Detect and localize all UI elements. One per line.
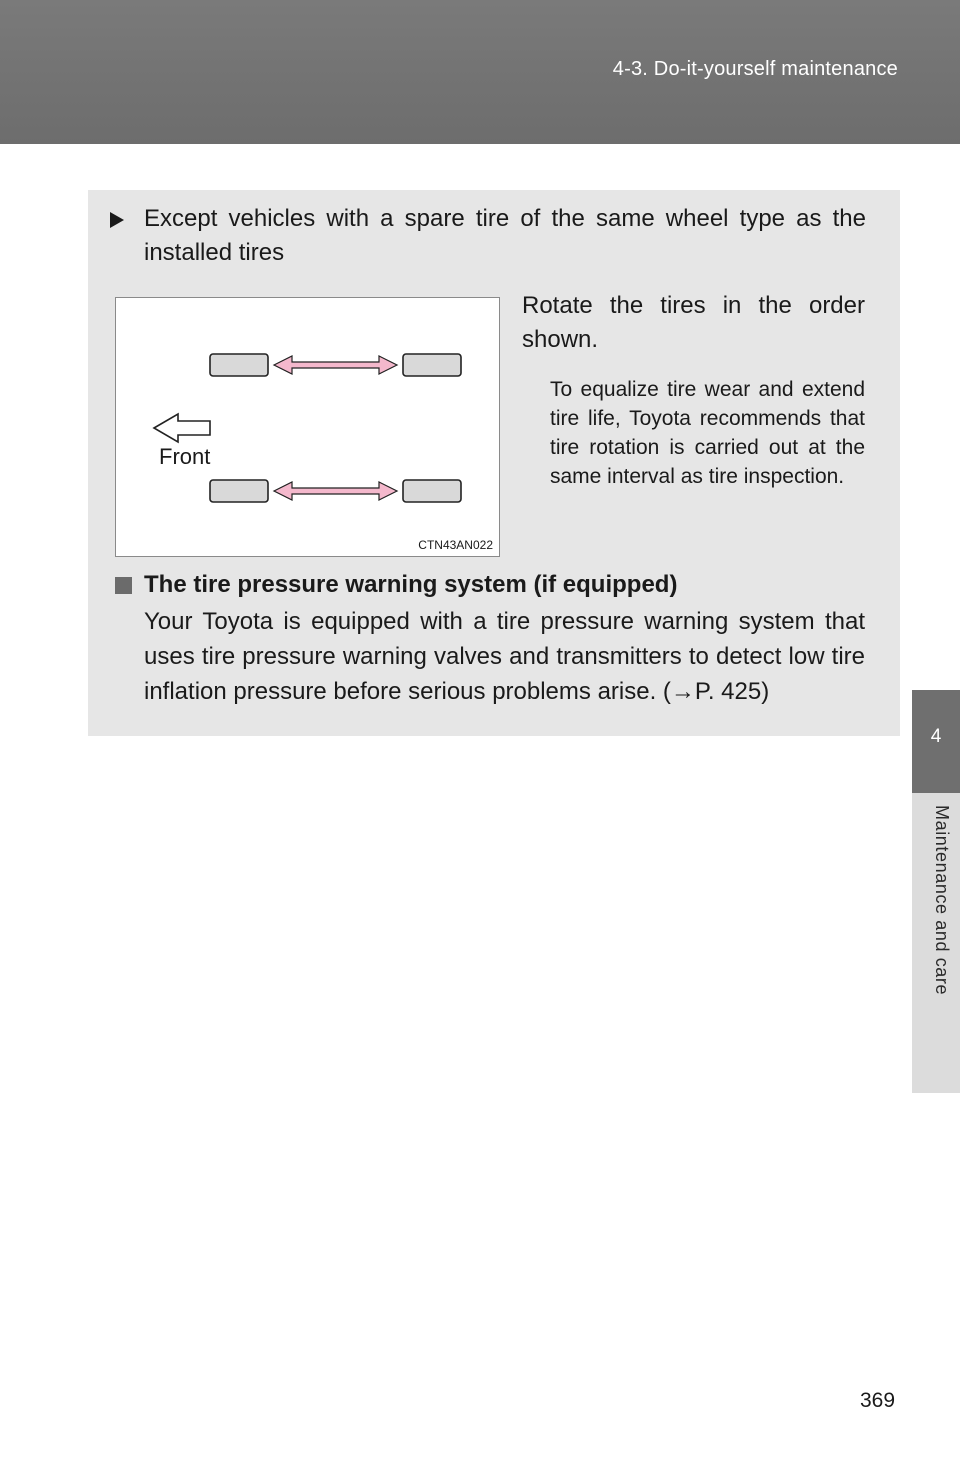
chapter-label: Maintenance and care: [932, 805, 952, 996]
double-arrow-top-icon: [272, 355, 399, 375]
section-title-header: 4-3. Do-it-yourself maintenance: [612, 58, 898, 80]
double-arrow-bottom-icon: [272, 481, 399, 501]
tire-rotation-figure: Front CTN43AN022: [115, 297, 500, 557]
section-body: Your Toyota is equipped with a tire pres…: [144, 608, 865, 705]
tire-rear-right: [402, 479, 462, 503]
page-number: 369: [860, 1389, 896, 1412]
tire-rear-left: [402, 353, 462, 377]
front-label: Front: [159, 444, 211, 469]
tire-rotation-diagram: [152, 353, 462, 503]
rotate-instruction: Rotate the tires in the order shown.: [522, 292, 865, 353]
tire-front-right: [209, 479, 269, 503]
bullet-triangle-icon: [110, 212, 124, 228]
front-arrow-icon: [152, 412, 211, 444]
square-bullet-icon: [115, 577, 132, 594]
tire-front-left: [209, 353, 269, 377]
figure-code: CTN43AN022: [418, 538, 493, 552]
chapter-sidebar: [912, 793, 960, 1093]
bullet-text: Except vehicles with a spare tire of the…: [144, 205, 866, 266]
chapter-number: 4: [930, 726, 942, 747]
page-header: 4-3. Do-it-yourself maintenance: [0, 0, 960, 144]
rotation-note: To equalize tire wear and extend tire li…: [550, 378, 865, 488]
chapter-tab: 4: [912, 690, 960, 793]
section-title: The tire pressure warning system (if equ…: [144, 571, 678, 598]
